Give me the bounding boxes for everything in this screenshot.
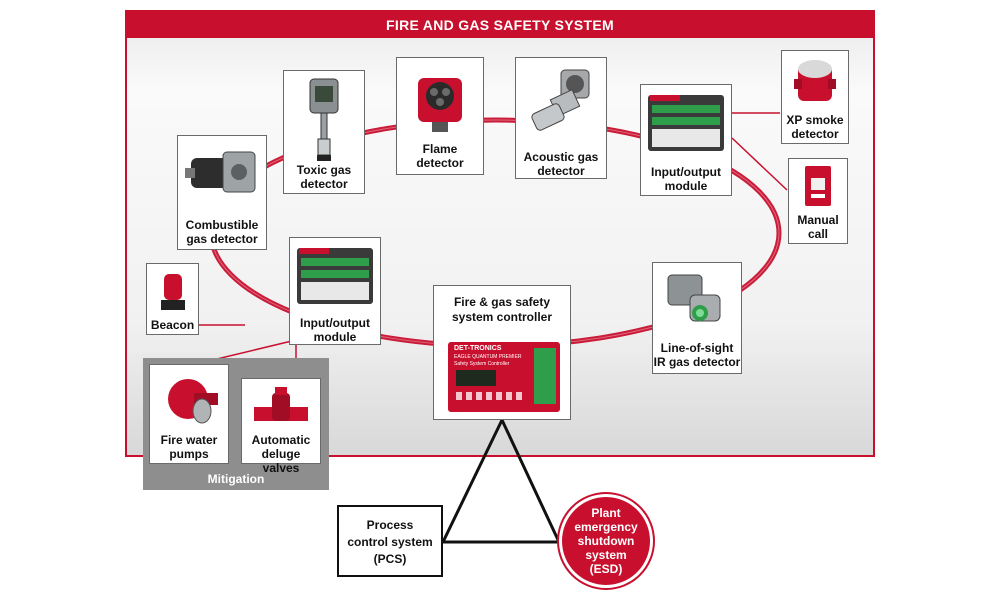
acoustic-gas-label: Acoustic gas detector: [523, 150, 599, 178]
io-module-top-label: Input/output module: [651, 165, 721, 193]
panel-title: FIRE AND GAS SAFETY SYSTEM: [127, 12, 873, 38]
io-module-left-card: Input/output module: [289, 237, 381, 345]
fire-water-pumps-label: Fire water pumps: [160, 433, 218, 461]
controller-card: Fire & gas safety system controller DET-…: [433, 285, 571, 420]
beacon-card: Beacon: [146, 263, 199, 335]
line-of-sight-detector-icon: [660, 269, 734, 335]
io-module-left-label: Input/output module: [300, 316, 370, 344]
controller-model: EAGLE QUANTUM PREMIER: [454, 354, 522, 360]
manual-call-card: Manual call: [788, 158, 848, 244]
deluge-valves-label: Automatic deluge valves: [251, 433, 311, 475]
xp-smoke-detector-icon: [790, 55, 840, 111]
combustible-gas-detector-card: Combustible gas detector: [177, 135, 267, 250]
manual-call-label: Manual call: [797, 213, 839, 241]
fire-water-pumps-card: Fire water pumps: [149, 364, 229, 464]
controller-terminals: [534, 348, 556, 404]
controller-brand: DET-TRONICS: [454, 345, 502, 352]
esd-label: Plant emergency shutdown system (ESD): [574, 506, 638, 576]
beacon-icon: [158, 270, 188, 312]
combustible-gas-detector-icon: [183, 142, 261, 206]
controller-display: [456, 370, 496, 386]
esd-circle: Plant emergency shutdown system (ESD): [559, 494, 653, 588]
toxic-gas-detector-card: Toxic gas detector: [283, 70, 365, 194]
flame-detector-card: Flame detector: [396, 57, 484, 175]
deluge-valves-card: Automatic deluge valves: [241, 378, 321, 475]
flame-label: Flame detector: [416, 142, 464, 170]
acoustic-gas-detector-icon: [523, 64, 599, 140]
xp-smoke-detector-card: XP smoke detector: [781, 50, 849, 144]
io-module-top-card: Input/output module: [640, 84, 732, 196]
combustible-gas-label: Combustible gas detector: [185, 218, 259, 246]
io-module-left-icon: [295, 244, 375, 308]
controller-device: DET-TRONICS EAGLE QUANTUM PREMIER Safety…: [448, 342, 560, 412]
xp-smoke-label: XP smoke detector: [786, 113, 844, 141]
toxic-gas-detector-icon: [304, 77, 344, 165]
acoustic-gas-detector-card: Acoustic gas detector: [515, 57, 607, 179]
controller-label: Fire & gas safety system controller: [451, 295, 553, 324]
beacon-label: Beacon: [150, 318, 195, 332]
io-module-top-icon: [646, 91, 726, 155]
flame-detector-icon: [410, 64, 470, 136]
toxic-gas-label: Toxic gas detector: [296, 163, 352, 191]
controller-buttons: [456, 392, 526, 400]
controller-subtitle: Safety System Controller: [454, 361, 510, 367]
fire-water-pump-icon: [158, 371, 220, 427]
line-of-sight-detector-card: Line-of-sight IR gas detector: [652, 262, 742, 374]
mitigation-label: Mitigation: [207, 472, 265, 486]
line-of-sight-label: Line-of-sight IR gas detector: [653, 341, 741, 369]
pcs-label: Process control system (PCS): [347, 518, 433, 566]
deluge-valve-icon: [250, 385, 312, 431]
manual-call-icon: [803, 164, 833, 208]
pcs-box: Process control system (PCS): [337, 505, 443, 577]
